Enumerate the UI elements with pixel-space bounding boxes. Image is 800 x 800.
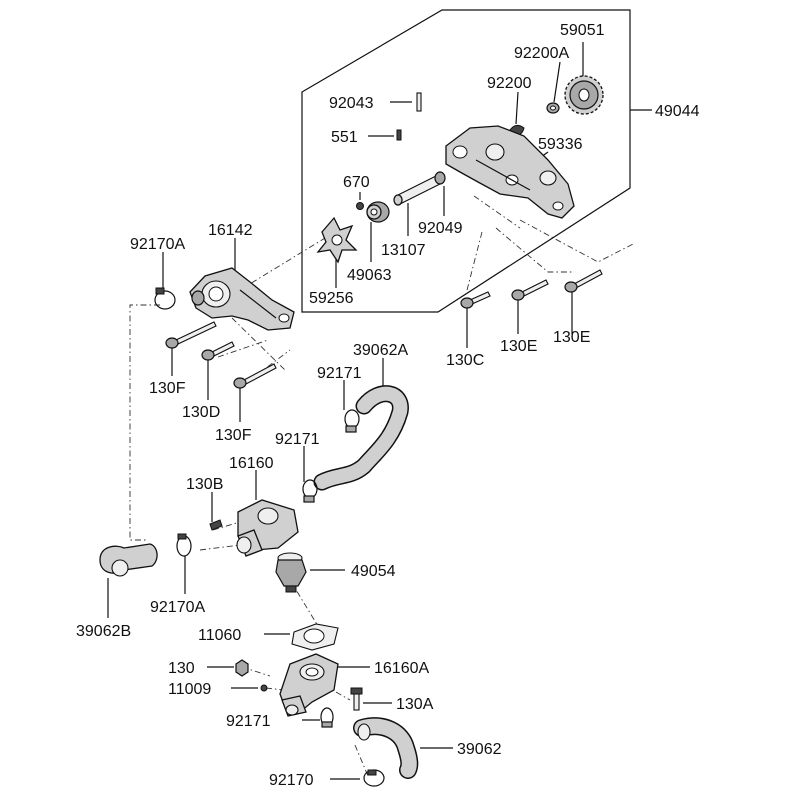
label-92049: 92049 bbox=[418, 220, 463, 237]
washer-11009-part bbox=[260, 684, 268, 692]
label-13107: 13107 bbox=[381, 242, 426, 259]
label-16160A: 16160A bbox=[374, 660, 429, 677]
seal-670-part bbox=[356, 202, 364, 210]
clamp-92170-part bbox=[363, 769, 385, 787]
label-92170: 92170 bbox=[269, 772, 314, 789]
bolt-130A-part bbox=[350, 687, 363, 711]
bolt-130E-part-2 bbox=[564, 269, 603, 293]
label-49044: 49044 bbox=[655, 103, 700, 120]
hose-39062-fill bbox=[354, 718, 417, 778]
label-130E-1: 130E bbox=[500, 338, 537, 355]
label-39062B: 39062B bbox=[76, 623, 131, 640]
hose-39062A-fill bbox=[315, 386, 408, 489]
pin-551-part bbox=[396, 129, 402, 141]
label-49054: 49054 bbox=[351, 563, 396, 580]
gasket-11060-part bbox=[291, 623, 339, 651]
hose-39062-end bbox=[357, 723, 371, 741]
bolt-130B-part bbox=[209, 519, 223, 531]
pump-housing-59336-part bbox=[445, 125, 575, 219]
thermostat-49054-part bbox=[275, 552, 307, 593]
label-92200: 92200 bbox=[487, 75, 532, 92]
label-16160: 16160 bbox=[229, 455, 274, 472]
label-130E-2: 130E bbox=[553, 329, 590, 346]
gear-59051-part bbox=[564, 75, 604, 115]
label-92171-3: 92171 bbox=[226, 713, 271, 730]
bolt-130F-part-2 bbox=[233, 363, 277, 389]
leader-lines bbox=[107, 42, 652, 780]
part-labels: 59051 92200A 92200 92043 49044 551 59336… bbox=[76, 22, 700, 789]
impeller-59256-part bbox=[316, 216, 358, 264]
bolt-130D-part bbox=[201, 341, 235, 361]
label-92043: 92043 bbox=[329, 95, 374, 112]
label-130F-2: 130F bbox=[215, 427, 252, 444]
label-59336: 59336 bbox=[538, 136, 583, 153]
label-130C: 130C bbox=[446, 352, 484, 369]
clamp-92171-part-2 bbox=[302, 479, 318, 503]
washer-92200A-part bbox=[546, 102, 560, 114]
label-92200A: 92200A bbox=[514, 45, 569, 62]
water-pump-16142-part bbox=[189, 267, 295, 331]
label-130: 130 bbox=[168, 660, 195, 677]
label-130D: 130D bbox=[182, 404, 220, 421]
assembly-group-outline bbox=[301, 9, 631, 313]
label-92170A-top: 92170A bbox=[130, 236, 185, 253]
label-11060: 11060 bbox=[198, 627, 241, 644]
label-92171-1: 92171 bbox=[317, 365, 362, 382]
label-39062A: 39062A bbox=[353, 342, 408, 359]
bolt-130C-part bbox=[460, 291, 491, 309]
label-59051: 59051 bbox=[560, 22, 605, 39]
shaft-92049-part bbox=[393, 171, 446, 206]
label-670: 670 bbox=[343, 174, 370, 191]
clamp-92170A-top-part bbox=[154, 287, 176, 310]
label-130F-1: 130F bbox=[149, 380, 186, 397]
label-49063: 49063 bbox=[347, 267, 392, 284]
pin-92043-part bbox=[416, 92, 422, 112]
clamp-92171-part-1 bbox=[344, 409, 360, 433]
label-130B: 130B bbox=[186, 476, 223, 493]
nut-130-part bbox=[235, 659, 249, 677]
label-59256: 59256 bbox=[309, 290, 354, 307]
label-130A: 130A bbox=[396, 696, 434, 713]
label-11009: 11009 bbox=[168, 681, 211, 698]
seal-13107-part bbox=[366, 201, 390, 223]
label-92171-2: 92171 bbox=[275, 431, 320, 448]
clamp-92171-part-3 bbox=[320, 707, 334, 728]
bolt-130E-part-1 bbox=[511, 279, 549, 301]
label-16142: 16142 bbox=[208, 222, 253, 239]
clamp-92170A-bottom-part bbox=[176, 533, 192, 557]
hose-39062B-part bbox=[99, 543, 158, 577]
thermostat-housing-16160-part bbox=[236, 499, 299, 557]
label-39062: 39062 bbox=[457, 741, 502, 758]
housing-16160A-part bbox=[279, 653, 339, 717]
label-92170A-bottom: 92170A bbox=[150, 599, 205, 616]
bolt-130F-part-1 bbox=[165, 321, 217, 349]
label-551: 551 bbox=[331, 129, 358, 146]
